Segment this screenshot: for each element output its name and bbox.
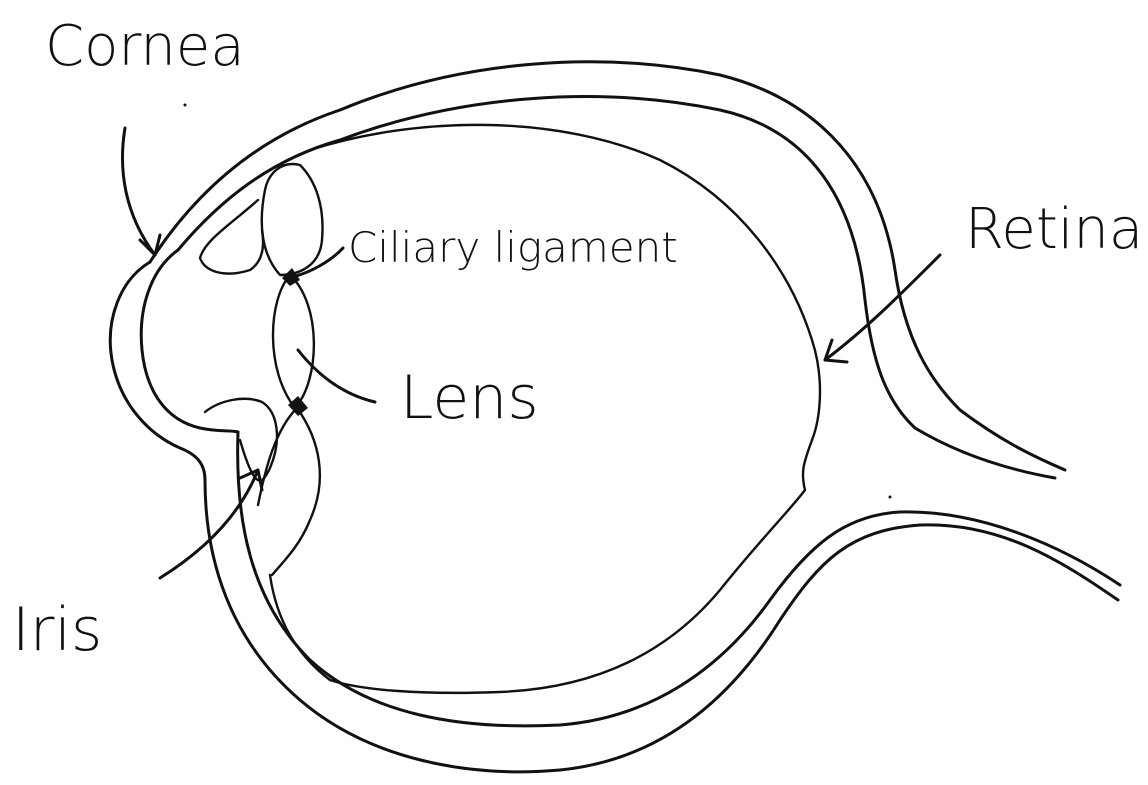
iris-label: Iris	[12, 595, 102, 665]
cornea-arrow	[123, 128, 155, 255]
retina-layer	[270, 125, 820, 693]
inner-cornea	[141, 250, 238, 432]
ciliary-body-lower-inner	[258, 408, 297, 505]
lens-shape	[273, 275, 314, 408]
inner-wall-top	[178, 97, 1055, 478]
paper-speck	[184, 104, 187, 107]
inner-wall-bottom	[238, 432, 1120, 726]
cornea-label: Cornea	[45, 14, 245, 79]
paper-speck	[889, 496, 892, 499]
ciliary-body-upper	[262, 164, 323, 275]
iris-upper	[200, 200, 263, 274]
outer-wall-bottom	[205, 480, 1118, 772]
lens-label: Lens	[400, 363, 539, 433]
retina-label: Retina	[965, 197, 1143, 262]
outer-cornea	[110, 262, 205, 480]
retina-arrow	[825, 255, 940, 360]
ciliary-ligament-label: Ciliary ligament	[348, 223, 678, 272]
